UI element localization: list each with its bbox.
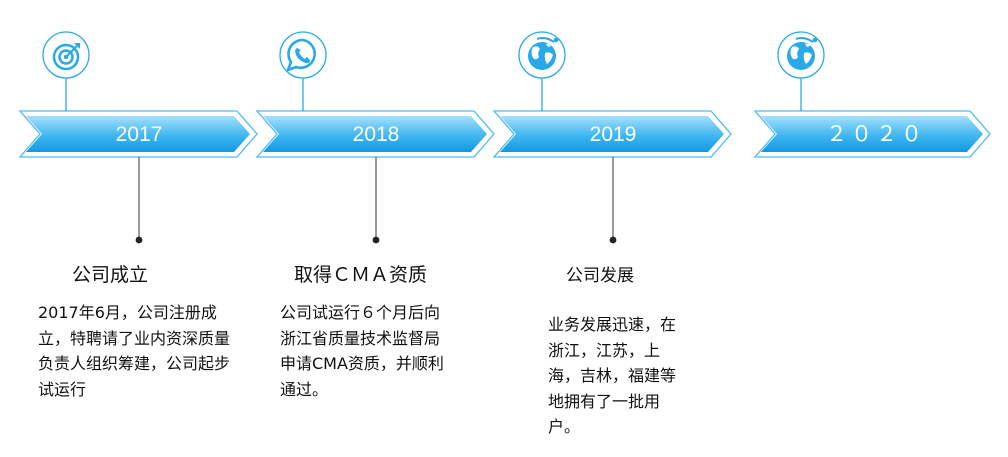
timeline-stage-2018: 2018 <box>255 31 495 244</box>
year-label: 2019 <box>590 123 637 146</box>
arrow-banner <box>500 116 724 152</box>
stage-title-2019: 公司发展 <box>566 266 634 286</box>
arrow-outline <box>18 110 258 158</box>
arrow-outline <box>753 110 991 158</box>
timeline-stage-2017: 2017 <box>18 31 258 244</box>
year-label: ２０２０ <box>826 123 926 146</box>
drop-dot <box>372 236 380 244</box>
arrow-banner <box>263 116 487 152</box>
drop-dot <box>609 236 617 244</box>
phone-chat-icon <box>279 31 327 79</box>
globe-icon <box>777 31 825 79</box>
arrow-outline <box>255 110 495 158</box>
arrow-outline <box>492 110 732 158</box>
year-label: 2017 <box>116 123 163 146</box>
stage-description-2019: 业务发展迅速，在浙江，江苏，上海，吉林，福建等地拥有了一批用户。 <box>548 315 677 436</box>
arrow-banner <box>26 116 250 152</box>
globe-icon <box>518 31 566 79</box>
timeline-stage-2019: 2019 <box>492 31 732 244</box>
stage-title-2018: 取得ＣＭＡ资质 <box>294 264 428 286</box>
year-label: 2018 <box>353 123 400 146</box>
stage-title-2017: 公司成立 <box>72 264 149 286</box>
timeline-stage-2020: ２０２０ <box>753 31 991 158</box>
target-icon <box>42 31 90 79</box>
drop-dot <box>135 236 143 244</box>
arrow-banner <box>761 116 983 152</box>
stage-description-2018: 公司试运行６个月后向浙江省质量技术监督局申请CMA资质，并顺利通过。 <box>280 303 444 399</box>
stage-description-2017: 2017年6月，公司注册成立，特聘请了业内资深质量负责人组织筹建，公司起步试运行 <box>38 303 231 399</box>
